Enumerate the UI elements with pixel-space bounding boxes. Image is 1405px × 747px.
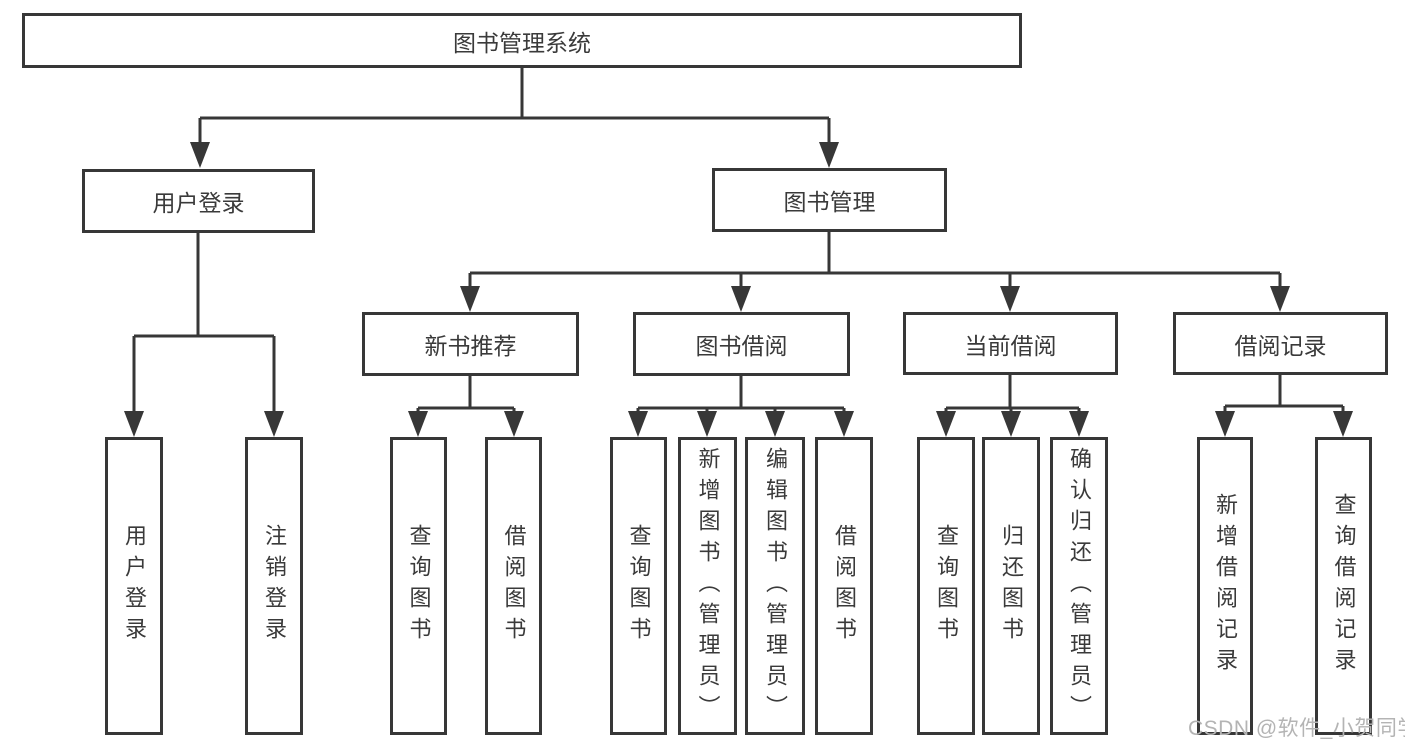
arrowhead xyxy=(460,286,480,312)
leaf-borrow-books: 借阅图书 xyxy=(815,437,873,735)
leaf-return-books: 归还图书 xyxy=(982,437,1040,735)
leaf-label: 新增借阅记录 xyxy=(1213,493,1238,679)
connector-current-to-leaves xyxy=(944,375,1081,412)
leaf-add-borrow-record: 新增借阅记录 xyxy=(1197,437,1253,735)
connector-borrowing-to-leaves xyxy=(636,376,846,412)
connector-root-to-level2 xyxy=(198,68,831,142)
arrowhead xyxy=(697,411,717,437)
arrowhead xyxy=(1069,411,1089,437)
node-new-book-recommendation: 新书推荐 xyxy=(362,312,579,376)
arrowhead xyxy=(190,142,210,168)
connector-bookmgmt-to-level3 xyxy=(468,232,1282,287)
leaf-label: 查询图书 xyxy=(934,524,959,648)
node-label: 图书管理 xyxy=(783,189,876,215)
leaf-label: 查询图书 xyxy=(406,524,432,648)
leaf-borrow-books-recommend: 借阅图书 xyxy=(485,437,542,735)
node-label: 新书推荐 xyxy=(424,333,517,359)
node-label: 借阅记录 xyxy=(1234,332,1327,359)
arrowhead xyxy=(1001,411,1021,437)
node-borrowing-records: 借阅记录 xyxy=(1173,312,1388,375)
arrowhead xyxy=(1215,411,1235,437)
leaf-edit-books-admin: 编辑图书（管理员） xyxy=(745,437,805,735)
node-label: 当前借阅 xyxy=(964,332,1057,359)
arrowhead xyxy=(1333,411,1353,437)
node-book-borrowing: 图书借阅 xyxy=(633,312,850,376)
leaf-user-login: 用户登录 xyxy=(105,437,163,735)
arrowhead xyxy=(731,286,751,312)
arrowhead xyxy=(124,411,144,437)
arrowhead xyxy=(1000,286,1020,312)
node-label: 用户登录 xyxy=(152,190,245,216)
leaf-confirm-return-admin: 确认归还（管理员） xyxy=(1050,437,1108,735)
leaf-label: 确认归还（管理员） xyxy=(1067,446,1092,726)
arrowhead xyxy=(408,411,428,437)
node-label: 图书借阅 xyxy=(695,333,788,359)
leaf-logout: 注销登录 xyxy=(245,437,303,735)
connector-newbook-to-leaves xyxy=(416,376,516,412)
node-library-management-system: 图书管理系统 xyxy=(22,13,1022,68)
leaf-label: 查询图书 xyxy=(626,524,652,648)
arrowhead xyxy=(504,411,524,437)
leaf-label: 归还图书 xyxy=(999,524,1024,648)
arrowhead xyxy=(628,411,648,437)
arrowhead xyxy=(936,411,956,437)
leaf-query-books-current: 查询图书 xyxy=(917,437,975,735)
connector-paths xyxy=(132,68,1345,412)
leaf-label: 新增图书（管理员） xyxy=(695,446,721,726)
leaf-query-books-recommend: 查询图书 xyxy=(390,437,447,735)
leaf-query-books-borrowing: 查询图书 xyxy=(610,437,667,735)
node-label: 图书管理系统 xyxy=(453,29,591,56)
connector-userlogin-to-leaves xyxy=(132,233,276,412)
csdn-watermark: CSDN @软件_小贺同学 xyxy=(1188,717,1405,740)
connector-records-to-leaves xyxy=(1223,375,1345,412)
arrowhead xyxy=(834,411,854,437)
leaf-label: 编辑图书（管理员） xyxy=(763,446,788,726)
leaf-add-books-admin: 新增图书（管理员） xyxy=(678,437,737,735)
node-user-login-branch: 用户登录 xyxy=(82,169,315,233)
leaf-label: 查询借阅记录 xyxy=(1331,493,1357,679)
node-current-borrowing: 当前借阅 xyxy=(903,312,1118,375)
leaf-label: 借阅图书 xyxy=(832,524,857,648)
arrowhead xyxy=(1270,286,1290,312)
arrowheads xyxy=(124,142,1353,437)
leaf-label: 注销登录 xyxy=(262,524,287,648)
arrowhead xyxy=(264,411,284,437)
node-book-management-branch: 图书管理 xyxy=(712,168,947,232)
arrowhead xyxy=(765,411,785,437)
leaf-query-borrow-record: 查询借阅记录 xyxy=(1315,437,1372,735)
leaf-label: 用户登录 xyxy=(122,524,147,648)
arrowhead xyxy=(819,142,839,168)
leaf-label: 借阅图书 xyxy=(501,524,527,648)
